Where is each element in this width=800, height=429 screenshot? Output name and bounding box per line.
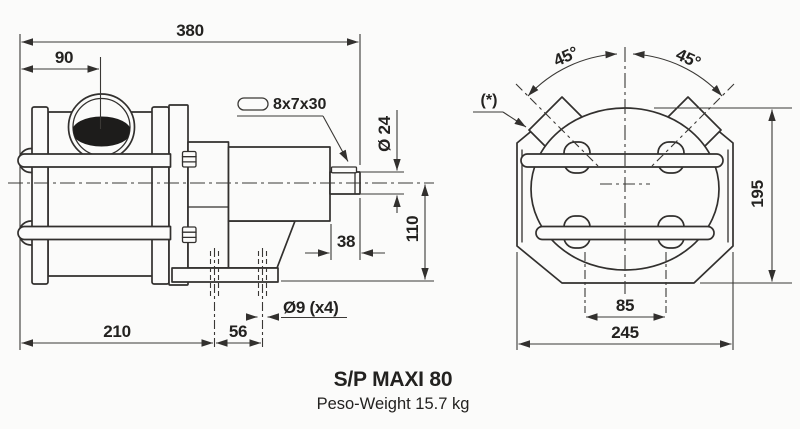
- dim-label-overall-width: 245: [611, 323, 638, 342]
- note-shaft-key: 8x7x30: [237, 96, 349, 162]
- angle-arc: [632, 50, 723, 97]
- dim-shaft-diameter: Ø 24: [361, 110, 404, 213]
- dim-foot-hole-spacing: 85: [586, 296, 665, 321]
- dim-overall-length: 380: [21, 21, 361, 165]
- dim-port-offset: 90: [21, 48, 102, 129]
- dim-overall-height: 195: [654, 107, 792, 284]
- tie-rod-lower: [17, 225, 172, 241]
- dim-label-port-angle-left: 45°: [551, 43, 582, 71]
- dim-label-foot-hole-spacing: 85: [616, 296, 634, 315]
- dim-axis-height: 110: [281, 184, 434, 282]
- front-end-plate: [31, 106, 49, 285]
- note-port: (*): [473, 92, 527, 128]
- note-label-port: (*): [481, 92, 498, 109]
- foot-gusset: [227, 220, 296, 269]
- dim-port-angle-right: 45°: [632, 45, 723, 97]
- side-view: [17, 93, 361, 286]
- model-title: S/P MAXI 80: [334, 368, 453, 391]
- dim-body-length: 210: [21, 322, 213, 347]
- dim-label-body-length: 210: [103, 322, 130, 341]
- dim-label-overall-length: 380: [176, 21, 203, 40]
- flange-bolt: [181, 150, 197, 168]
- dim-label-port-offset: 90: [55, 48, 73, 67]
- caption: S/P MAXI 80 Peso-Weight 15.7 kg: [317, 368, 470, 413]
- dim-label-axis-height: 110: [403, 216, 422, 243]
- dim-label-overall-height: 195: [748, 180, 767, 207]
- key-slot-symbol: [237, 97, 269, 111]
- angle-arc: [527, 50, 618, 97]
- flange-bolt: [181, 226, 197, 244]
- dim-label-foot-hole-diameter: Ø9 (x4): [283, 298, 339, 317]
- side-view-dimensions: 380 90 8x7x30 Ø 24 38: [8, 21, 434, 349]
- tie-rod-upper: [17, 153, 172, 168]
- tie-rod-upper-front: [520, 153, 724, 168]
- rear-end-plate: [151, 106, 170, 285]
- bearing-housing: [227, 146, 331, 222]
- note-label-key-size: 8x7x30: [273, 96, 326, 113]
- dim-label-foot-hole-pitch: 56: [229, 322, 247, 341]
- leader-arrow: [322, 115, 349, 162]
- dim-overall-width: 245: [516, 252, 734, 350]
- dim-label-shaft-diameter: Ø 24: [375, 115, 394, 152]
- shaft-key: [330, 166, 358, 174]
- dim-shaft-length: 38: [305, 198, 385, 260]
- dim-port-angle-left: 45°: [527, 43, 618, 97]
- dim-foot-hole-diameter: Ø9 (x4): [246, 298, 347, 321]
- dim-label-shaft-length: 38: [337, 232, 355, 251]
- mounting-flange: [168, 104, 189, 286]
- suction-port-bore: [73, 116, 130, 147]
- dim-foot-hole-pitch: 56: [216, 322, 261, 347]
- foot-hole-lines: [209, 248, 268, 349]
- dim-label-port-angle-right: 45°: [673, 45, 704, 73]
- leader-arrow: [502, 111, 527, 128]
- weight-subtitle: Peso-Weight 15.7 kg: [317, 395, 470, 413]
- mounting-foot: [171, 267, 279, 283]
